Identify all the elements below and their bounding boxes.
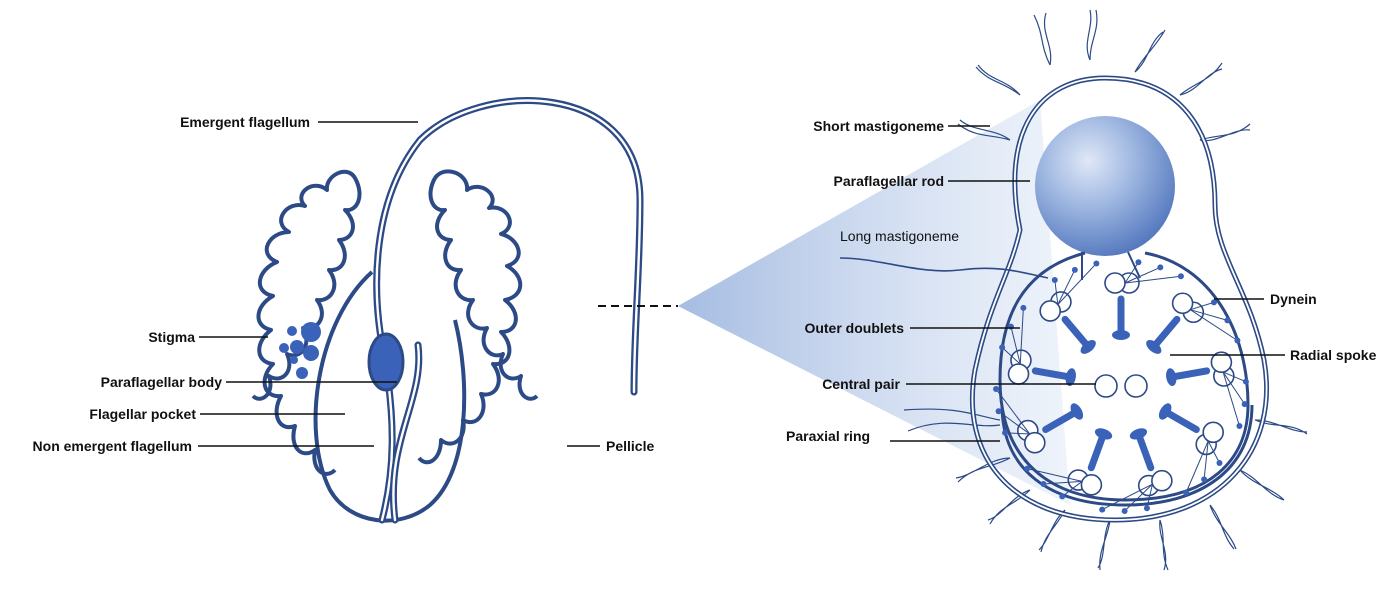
paraflagellar-rod xyxy=(1035,116,1175,256)
dynein-arm xyxy=(1243,379,1249,385)
pellicle-right xyxy=(419,171,537,462)
dynein-arm xyxy=(1052,277,1058,283)
dynein-arm xyxy=(1144,505,1150,511)
radial-spoke xyxy=(1171,371,1206,377)
doublet-a-tubule xyxy=(1203,422,1223,442)
doublet-a-tubule xyxy=(1173,293,1193,313)
dynein-arm xyxy=(1020,305,1026,311)
dynein-arm xyxy=(1234,337,1240,343)
dynein-arm xyxy=(999,344,1005,350)
dynein-arm xyxy=(1059,493,1065,499)
dynein-arm xyxy=(1040,481,1046,487)
doublet-a-tubule xyxy=(1081,475,1101,495)
label-short-mastigoneme: Short mastigoneme xyxy=(813,118,944,134)
dynein-arm xyxy=(1224,317,1230,323)
label-paraxial-ring: Paraxial ring xyxy=(786,428,870,444)
dynein-arm xyxy=(993,386,999,392)
dynein-arm xyxy=(996,408,1002,414)
dynein-arm xyxy=(1216,460,1222,466)
label-non-emergent-flagellum: Non emergent flagellum xyxy=(33,438,192,454)
doublet-a-tubule xyxy=(1105,273,1125,293)
label-pellicle: Pellicle xyxy=(606,438,654,454)
dynein-arm xyxy=(1072,267,1078,273)
radial-spoke xyxy=(1138,434,1150,468)
spoke-head xyxy=(1165,367,1178,386)
label-radial-spoke: Radial spoke xyxy=(1290,347,1377,363)
dynein-arm xyxy=(1099,507,1105,513)
label-emergent-flagellum: Emergent flagellum xyxy=(180,114,310,130)
dynein-arm xyxy=(1135,259,1141,265)
radial-spoke xyxy=(1154,319,1177,347)
dynein-arm xyxy=(1178,273,1184,279)
label-paraflagellar-body: Paraflagellar body xyxy=(101,374,223,390)
doublet-a-tubule xyxy=(1025,433,1045,453)
label-dynein: Dynein xyxy=(1270,291,1317,307)
emergent-flagellum xyxy=(377,101,640,520)
dynein-arm xyxy=(1157,264,1163,270)
label-stigma: Stigma xyxy=(148,329,195,345)
doublet-a-tubule xyxy=(1152,471,1172,491)
euglena-cell xyxy=(253,101,640,521)
stigma-icon xyxy=(279,322,321,379)
dynein-arm xyxy=(1002,430,1008,436)
pellicle-left xyxy=(253,172,360,474)
label-paraflagellar-rod: Paraflagellar rod xyxy=(834,173,945,189)
dynein-arm xyxy=(1093,260,1099,266)
doublet-a-tubule xyxy=(1040,301,1060,321)
doublet-a-tubule xyxy=(1009,364,1029,384)
dynein-arm xyxy=(1236,423,1242,429)
central-pair xyxy=(1095,375,1147,397)
magnification-beam xyxy=(678,100,1070,505)
spoke-head xyxy=(1112,330,1130,340)
dynein-arm xyxy=(1183,490,1189,496)
radial-spoke xyxy=(1165,412,1196,430)
dynein-arm xyxy=(1024,466,1030,472)
dynein-arm xyxy=(1201,476,1207,482)
label-flagellar-pocket: Flagellar pocket xyxy=(89,406,196,422)
dynein-arm xyxy=(1211,299,1217,305)
radial-spoke xyxy=(1065,319,1088,347)
radial-spoke xyxy=(1091,434,1103,468)
dynein-arm xyxy=(1122,508,1128,514)
dynein-arm xyxy=(1242,401,1248,407)
label-central-pair: Central pair xyxy=(822,376,900,392)
label-long-mastigoneme: Long mastigoneme xyxy=(840,228,959,244)
label-outer-doublets: Outer doublets xyxy=(804,320,904,336)
